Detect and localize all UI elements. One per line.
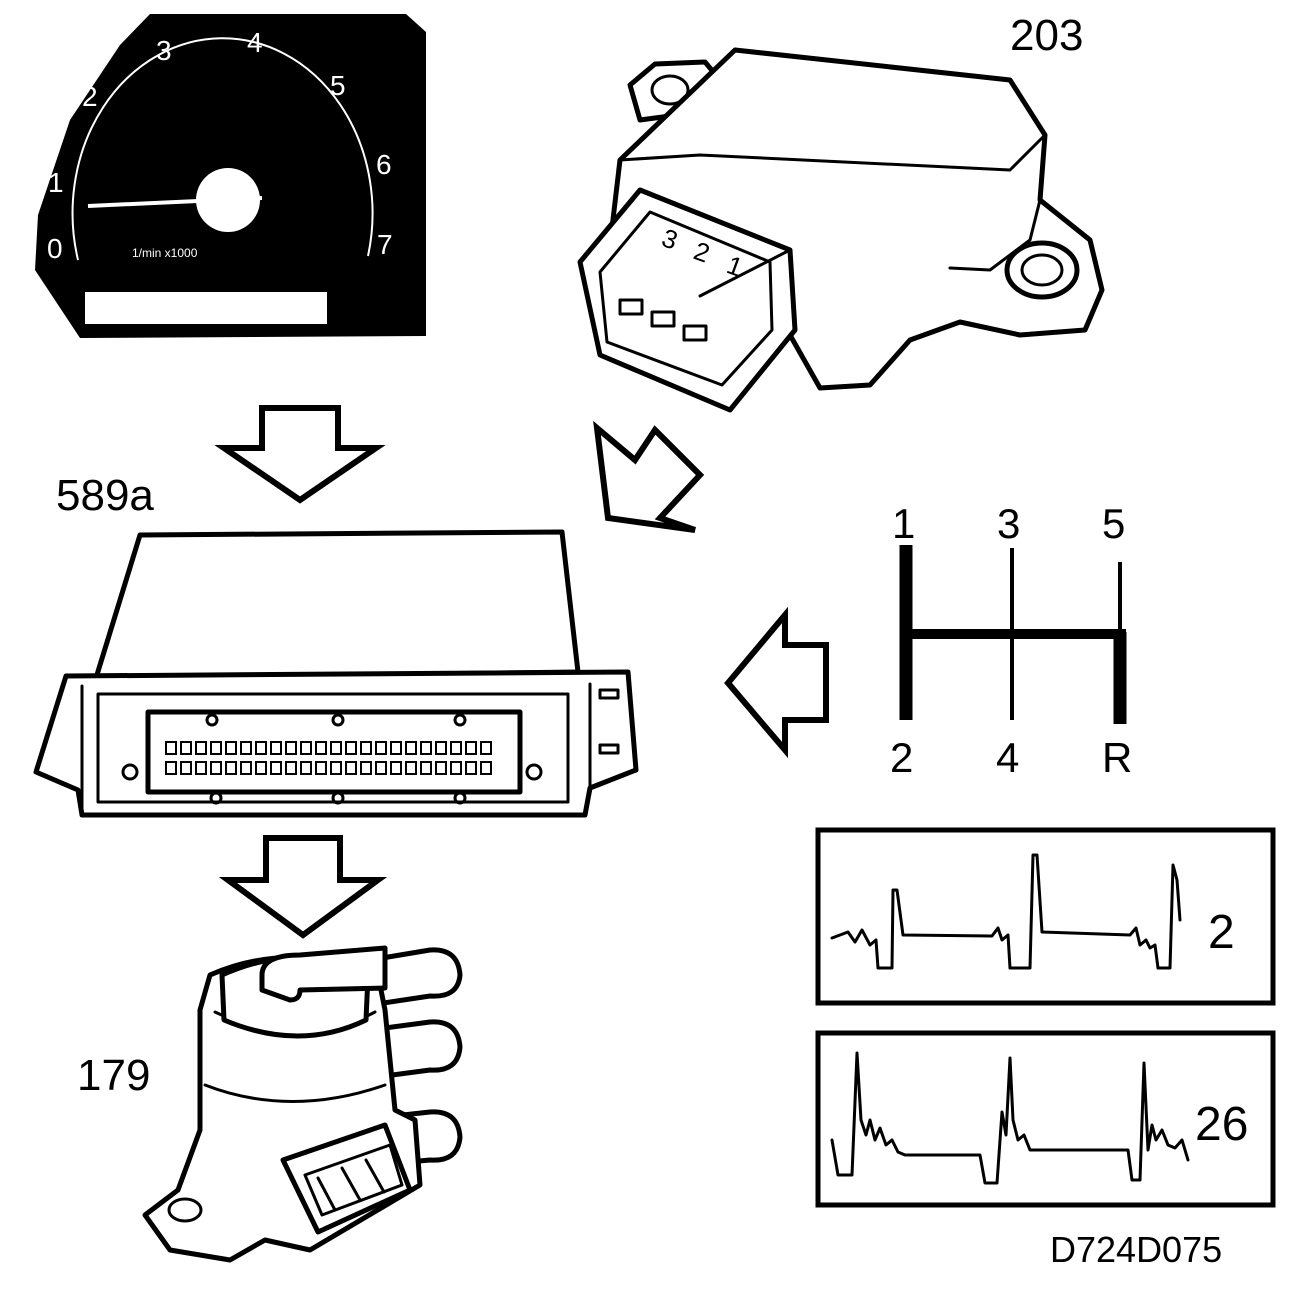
ecu-pin bbox=[405, 761, 417, 775]
ecu-pin bbox=[315, 761, 327, 775]
arrow-gear-to-ecu bbox=[724, 606, 829, 759]
ecu-pin bbox=[180, 761, 192, 775]
ecu-pin bbox=[465, 741, 477, 755]
ecu-pin bbox=[225, 741, 237, 755]
waveform-label-2: 2 bbox=[1208, 906, 1235, 959]
ecu-pin bbox=[450, 761, 462, 775]
ecu-pin bbox=[270, 761, 282, 775]
ecu-pin bbox=[330, 741, 342, 755]
ecu-connector-pins bbox=[165, 741, 492, 775]
label-203: 203 bbox=[1010, 11, 1083, 60]
ecu-pin bbox=[435, 741, 447, 755]
ecu-pin bbox=[225, 761, 237, 775]
ecu-pin bbox=[390, 741, 402, 755]
gear-label-1: 1 bbox=[892, 500, 915, 547]
waveform-panel-1: 2 bbox=[815, 827, 1276, 1006]
ecu-pin bbox=[195, 761, 207, 775]
tachometer-needle bbox=[87, 196, 263, 208]
ecu-pin bbox=[480, 741, 492, 755]
gear-label-4: 4 bbox=[996, 734, 1019, 781]
arrow-sensor-to-ecu bbox=[593, 420, 705, 533]
gear-label-3: 3 bbox=[997, 500, 1020, 547]
tach-tick-2: 2 bbox=[82, 81, 98, 112]
gear-label-r: R bbox=[1102, 734, 1132, 781]
ecu-pin bbox=[270, 741, 282, 755]
ecu-pin bbox=[165, 761, 177, 775]
ecu-pin bbox=[240, 761, 252, 775]
ecu-pin bbox=[240, 741, 252, 755]
ecu-pin bbox=[390, 761, 402, 775]
label-589a: 589a bbox=[56, 471, 154, 520]
arrow-tach-to-ecu bbox=[214, 405, 386, 504]
ecu-pin bbox=[405, 741, 417, 755]
gear-label-2: 2 bbox=[890, 734, 913, 781]
tach-tick-6: 6 bbox=[376, 149, 392, 180]
ecu-pin bbox=[480, 761, 492, 775]
ecu-pin bbox=[360, 741, 372, 755]
ecu-pin bbox=[285, 761, 297, 775]
ecu-pin bbox=[450, 741, 462, 755]
ecu-pin bbox=[465, 761, 477, 775]
ecu-pin bbox=[435, 761, 447, 775]
ecu-pin bbox=[210, 761, 222, 775]
ecu-pin bbox=[375, 761, 387, 775]
ecu-pin bbox=[195, 741, 207, 755]
ecu-pin bbox=[300, 741, 312, 755]
control-unit: 589a bbox=[33, 471, 639, 818]
tach-tick-3: 3 bbox=[156, 35, 172, 66]
ecu-pin bbox=[315, 741, 327, 755]
tachometer-dial-arc bbox=[71, 37, 374, 261]
ecu-pin bbox=[255, 761, 267, 775]
ecu-pin bbox=[300, 761, 312, 775]
ecu-pin bbox=[345, 741, 357, 755]
label-179: 179 bbox=[77, 1051, 150, 1100]
tachometer-display bbox=[85, 292, 327, 324]
tach-tick-4: 4 bbox=[247, 27, 263, 58]
tachometer: 0 1 2 3 4 5 6 7 1/min x1000 bbox=[35, 14, 426, 338]
ecu-pin bbox=[420, 761, 432, 775]
gear-label-5: 5 bbox=[1102, 500, 1125, 547]
ecu-pin bbox=[420, 741, 432, 755]
ecu-pin bbox=[285, 741, 297, 755]
ecu-pin bbox=[330, 761, 342, 775]
ecu-pin bbox=[375, 741, 387, 755]
tach-tick-7: 7 bbox=[377, 229, 393, 260]
ecu-pin bbox=[255, 741, 267, 755]
idle-air-valve: 179 bbox=[77, 945, 463, 1263]
arrow-ecu-to-valve bbox=[218, 835, 388, 939]
tach-unit: 1/min x1000 bbox=[132, 246, 198, 260]
tach-tick-0: 0 bbox=[47, 233, 63, 264]
throttle-position-sensor: 3 2 1 203 bbox=[577, 11, 1105, 413]
ecu-pin bbox=[210, 741, 222, 755]
gear-shift-pattern: 1 3 5 2 4 R bbox=[890, 500, 1132, 781]
ecu-pin bbox=[180, 741, 192, 755]
waveform-label-26: 26 bbox=[1195, 1098, 1248, 1151]
waveform-panel-26: 26 bbox=[815, 1030, 1276, 1208]
tach-tick-5: 5 bbox=[330, 70, 346, 101]
ecu-pin bbox=[345, 761, 357, 775]
ecu-pin bbox=[360, 761, 372, 775]
tach-tick-1: 1 bbox=[48, 167, 64, 198]
ecu-pin bbox=[165, 741, 177, 755]
figure-code: D724D075 bbox=[1050, 1229, 1222, 1270]
